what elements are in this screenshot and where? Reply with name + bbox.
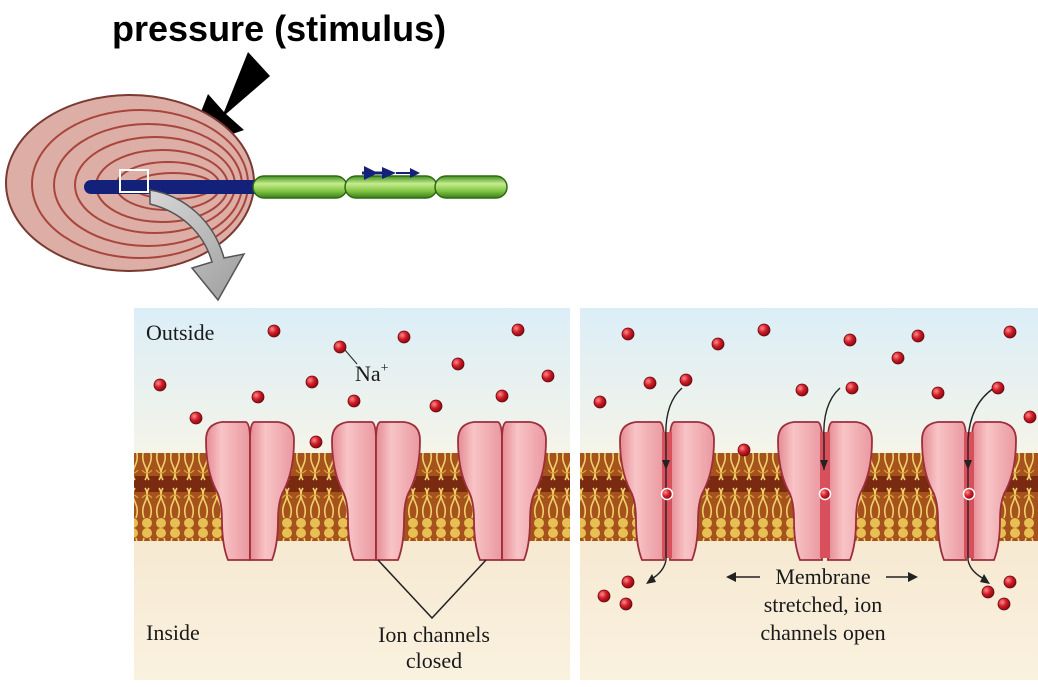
axon-terminal bbox=[84, 180, 262, 194]
stimulus-title: pressure (stimulus) bbox=[112, 8, 446, 49]
open-caption-line2: stretched, ion bbox=[764, 592, 883, 617]
closed-caption-line2: closed bbox=[406, 648, 462, 673]
inside-label: Inside bbox=[146, 620, 200, 645]
open-caption-line3: channels open bbox=[760, 620, 885, 645]
open-channels-panel: Membrane stretched, ion channels open bbox=[580, 308, 1038, 680]
closed-caption-line1: Ion channels bbox=[378, 622, 490, 647]
closed-channels-panel: Outside Inside Na+ Ion channels closed bbox=[134, 308, 570, 680]
panel-divider bbox=[570, 308, 580, 680]
myelin-sheath bbox=[253, 176, 507, 198]
open-caption-line1: Membrane bbox=[775, 564, 870, 589]
outside-label: Outside bbox=[146, 320, 214, 345]
